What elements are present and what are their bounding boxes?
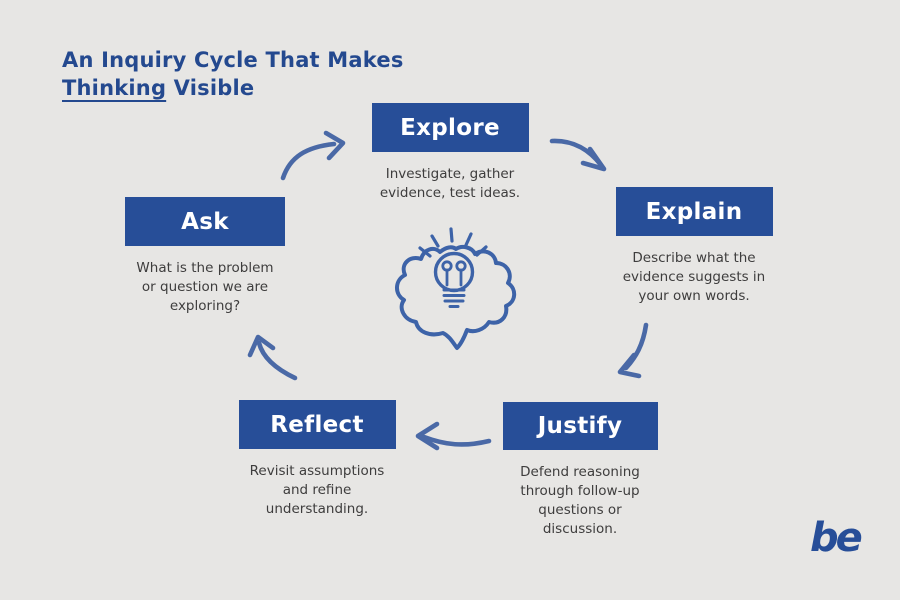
ask-description: What is the problem or question we are e… [136,260,274,314]
explain-description: Describe what the evidence suggests in y… [622,250,766,304]
page-title: An Inquiry Cycle That Makes Thinking Vis… [62,46,404,102]
title-line-1: An Inquiry Cycle That Makes [62,48,404,72]
stage-ask: Ask What is the problem or question we a… [105,197,305,316]
stage-reflect: Reflect Revisit assumptions and refine u… [217,400,417,519]
brain-lightbulb-icon [395,227,517,350]
stage-justify: Justify Defend reasoning through follow-… [480,402,680,539]
arrow-explore-to-explain-icon [549,138,607,172]
reflect-description: Revisit assumptions and refine understan… [249,463,385,517]
stage-explore: Explore Investigate, gather evidence, te… [350,103,550,203]
arrow-explain-to-justify-icon [617,322,649,379]
stage-explain: Explain Describe what the evidence sugge… [594,187,794,306]
be-logo: be [810,515,863,561]
reflect-box: Reflect [238,400,396,449]
explore-box: Explore [371,103,529,152]
justify-label: Justify [537,413,623,439]
explain-label: Explain [645,198,743,225]
ask-label: Ask [181,208,229,235]
arrow-ask-to-explore-icon [280,130,346,181]
arrow-reflect-to-ask-icon [247,334,298,381]
title-underlined-word: Thinking [62,76,167,100]
justify-box: Justify [502,402,658,450]
justify-description: Defend reasoning through follow-up quest… [520,464,640,537]
ask-box: Ask [125,197,285,246]
reflect-label: Reflect [270,411,364,438]
explore-label: Explore [400,114,500,141]
explore-description: Investigate, gather evidence, test ideas… [379,166,521,201]
explain-box: Explain [615,187,773,236]
arrow-justify-to-reflect-icon [415,421,492,451]
title-line-2-rest: Visible [166,76,255,100]
